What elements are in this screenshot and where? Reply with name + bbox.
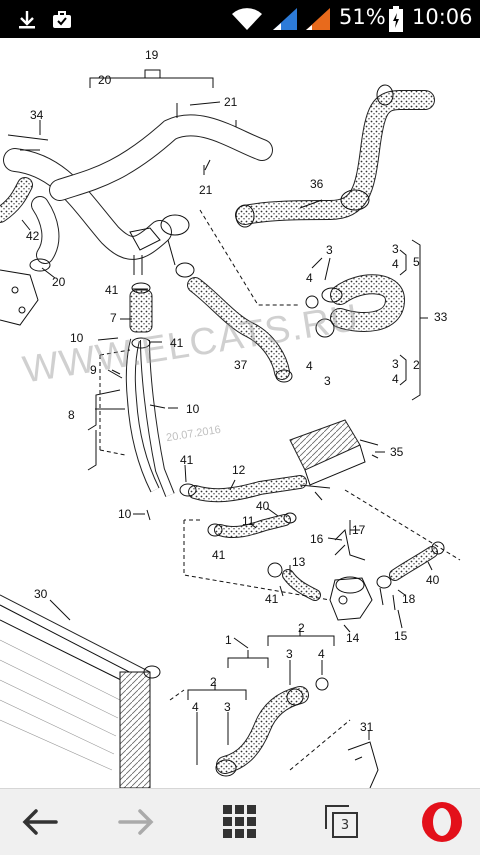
cooling-hoses-diagram (0, 69, 461, 788)
briefcase-icon (53, 11, 71, 28)
forward-button[interactable] (96, 789, 176, 855)
label-33: 33 (434, 310, 448, 324)
label-42: 42 (26, 229, 40, 243)
label-4: 4 (392, 372, 399, 386)
label-3: 3 (392, 242, 399, 256)
status-bar: 51% 10:06 (0, 0, 480, 38)
label-4: 4 (392, 257, 399, 271)
label-31: 31 (360, 720, 374, 734)
label-16: 16 (310, 532, 324, 546)
label-11: 11 (242, 514, 255, 528)
label-18: 18 (402, 592, 416, 606)
label-2: 2 (298, 621, 305, 635)
label-3: 3 (224, 700, 231, 714)
battery-icon (389, 6, 403, 32)
label-10: 10 (118, 507, 132, 521)
wifi-icon (232, 8, 262, 31)
label-41: 41 (170, 336, 184, 350)
label-8: 8 (68, 408, 75, 422)
parts-diagram-view[interactable]: WWW.ELCATS.RU 20.07.2016 19 20 21 21 34 … (0, 38, 480, 788)
opera-menu-button[interactable] (402, 789, 480, 855)
download-icon (19, 11, 35, 29)
speed-dial-button[interactable] (200, 789, 280, 855)
opera-logo-icon (422, 802, 462, 842)
label-3: 3 (326, 243, 333, 257)
label-30: 30 (34, 587, 48, 601)
label-3: 3 (324, 374, 331, 388)
battery-percent: 51% (339, 5, 386, 29)
label-9: 9 (90, 363, 97, 377)
label-3: 3 (286, 647, 293, 661)
label-14: 14 (346, 631, 360, 645)
label-2: 2 (413, 358, 420, 372)
back-arrow-icon (22, 809, 58, 835)
label-13: 13 (292, 555, 306, 569)
label-3: 3 (392, 357, 399, 371)
tab-count: 3 (332, 812, 358, 838)
label-21: 21 (199, 183, 213, 197)
label-37: 37 (234, 358, 248, 372)
label-19: 19 (145, 48, 159, 62)
label-4: 4 (192, 700, 199, 714)
label-4: 4 (306, 359, 313, 373)
label-5: 5 (413, 255, 420, 269)
label-34: 34 (30, 108, 44, 122)
label-40: 40 (426, 573, 440, 587)
label-41: 41 (105, 283, 119, 297)
label-4: 4 (318, 647, 325, 661)
forward-arrow-icon (118, 809, 154, 835)
label-35: 35 (390, 445, 404, 459)
back-button[interactable] (0, 789, 80, 855)
tabs-icon: 3 (325, 805, 359, 839)
label-21: 21 (224, 95, 238, 109)
label-10: 10 (70, 331, 84, 345)
label-20: 20 (98, 73, 112, 87)
browser-nav-bar: 3 (0, 788, 480, 855)
tabs-button[interactable]: 3 (302, 789, 382, 855)
label-2: 2 (210, 675, 217, 689)
clock: 10:06 (412, 5, 473, 29)
signal-icon-sim2 (306, 8, 330, 30)
label-7: 7 (110, 311, 117, 325)
label-12: 12 (232, 463, 246, 477)
label-15: 15 (394, 629, 408, 643)
label-41: 41 (180, 453, 194, 467)
label-20: 20 (52, 275, 66, 289)
label-4: 4 (306, 271, 313, 285)
label-10: 10 (186, 402, 200, 416)
label-17: 17 (352, 523, 366, 537)
label-41: 41 (212, 548, 226, 562)
label-41: 41 (265, 592, 279, 606)
grid-icon (223, 805, 256, 838)
label-1: 1 (225, 633, 232, 647)
signal-icon-sim1 (273, 8, 297, 30)
label-36: 36 (310, 177, 324, 191)
label-40: 40 (256, 499, 270, 513)
